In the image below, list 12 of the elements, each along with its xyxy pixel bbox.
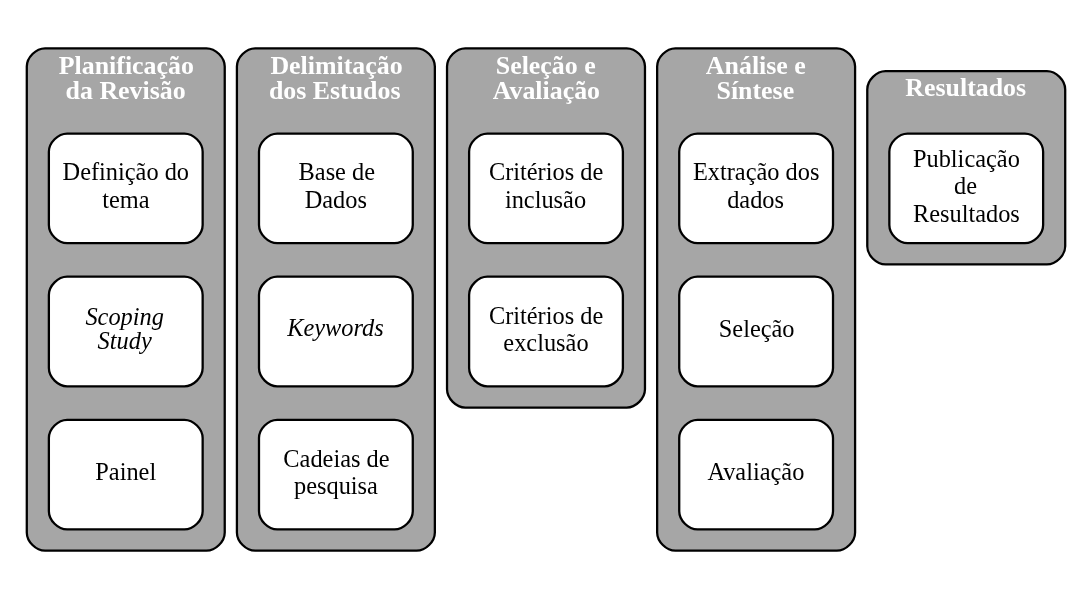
node-box: Publicação de Resultados (888, 132, 1045, 245)
node-box: Critérios de exclusão (467, 275, 625, 388)
node-box: Cadeias de pesquisa (257, 418, 414, 531)
node-box: Critérios de inclusão (467, 132, 625, 245)
node-box: Painel (47, 418, 204, 531)
node-box: Base de Dados (257, 132, 414, 245)
node-box: Definição do tema (47, 132, 204, 245)
node-box: Keywords (257, 275, 414, 388)
node-box: Seleção (678, 275, 835, 388)
node-box: Avaliação (678, 418, 835, 531)
node-box: Extração dos dados (678, 132, 835, 245)
node-box: Scoping Study (47, 275, 204, 388)
